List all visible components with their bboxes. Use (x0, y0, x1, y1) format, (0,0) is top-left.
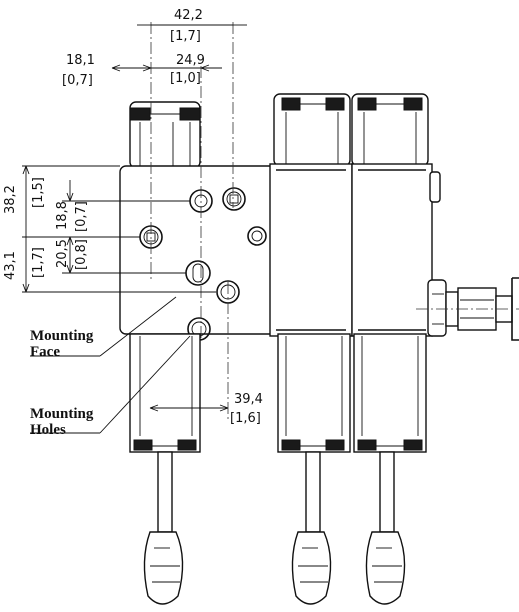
valve-section-middle (269, 163, 353, 337)
dimension-line-18-1 (111, 64, 152, 72)
bottom-cap-right (353, 333, 427, 453)
dimension-line-20-5 (66, 236, 74, 274)
leader-mounting-face (30, 296, 177, 357)
callout-mounting-face-line2: Face (30, 344, 60, 360)
dimension-line-24-9 (151, 64, 222, 72)
dimension-line-43-1 (22, 237, 30, 293)
callout-mounting-face-line1: Mounting (30, 328, 94, 344)
solenoid-cap-right (351, 93, 429, 167)
dimension-line-18-8 (66, 180, 74, 202)
leader-mounting-holes (30, 335, 191, 434)
dim-18-8-imperial: [0,7] (74, 201, 89, 232)
solenoid-cap-left (129, 101, 201, 169)
dim-42-2-imperial: [1,7] (170, 29, 201, 44)
callout-mounting-holes-line2: Holes (30, 422, 66, 438)
port-upper-right (222, 187, 246, 211)
port-small-right (247, 226, 267, 246)
dim-42-2-metric: 42,2 (174, 8, 203, 23)
dim-43-1-metric: 43,1 (3, 251, 18, 280)
dim-39-4-metric: 39,4 (234, 392, 263, 407)
dim-20-5-metric: 20,5 (55, 239, 70, 268)
handle-middle (291, 451, 332, 605)
dim-18-8-metric: 18,8 (55, 201, 70, 230)
dimension-line-38-2 (22, 165, 30, 237)
dimension-line-39-4 (149, 404, 229, 412)
dim-18-1-imperial: [0,7] (62, 73, 93, 88)
dim-38-2-metric: 38,2 (3, 185, 18, 214)
handle-right (365, 451, 406, 605)
dim-18-1-metric: 18,1 (66, 53, 95, 68)
dim-38-2-imperial: [1,5] (31, 177, 46, 208)
solenoid-cap-middle (273, 93, 351, 167)
handle-left (143, 451, 184, 605)
dim-43-1-imperial: [1,7] (31, 247, 46, 278)
valve-section-right (351, 163, 433, 337)
side-plug (427, 171, 447, 337)
dim-39-4-imperial: [1,6] (230, 411, 261, 426)
dim-24-9-imperial: [1,0] (170, 71, 201, 86)
bottom-cap-middle (277, 333, 351, 453)
dim-24-9-metric: 24,9 (176, 53, 205, 68)
callout-mounting-holes-line1: Mounting (30, 406, 94, 422)
dim-20-5-imperial: [0,8] (74, 239, 89, 270)
bottom-cap-left (129, 333, 201, 453)
